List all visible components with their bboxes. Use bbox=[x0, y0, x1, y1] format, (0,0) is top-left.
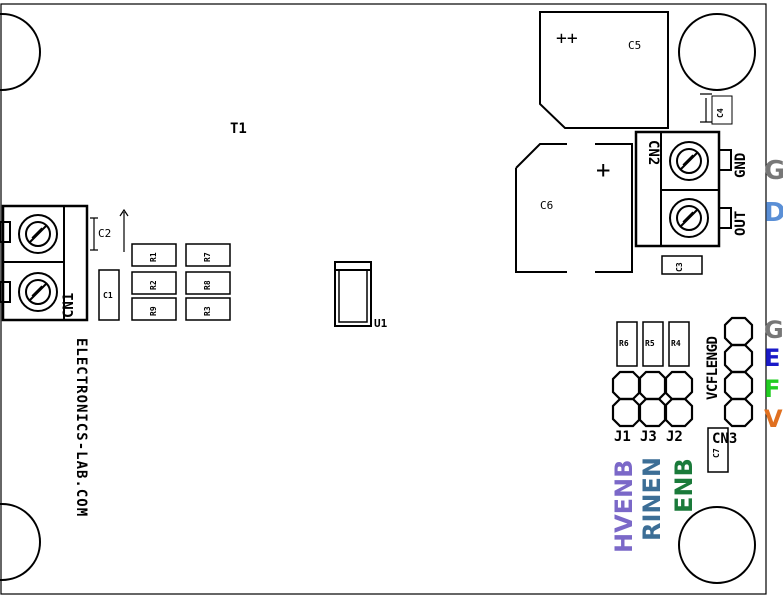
cn3-pin-labels: VCFLENGD bbox=[705, 336, 721, 400]
rinen-label: RINEN bbox=[638, 457, 666, 541]
c6-label: C6 bbox=[540, 199, 554, 212]
j1-label: J1 bbox=[614, 429, 631, 445]
c4-label: C4 bbox=[716, 108, 725, 118]
c7-footprint bbox=[707, 427, 729, 473]
mounting-hole-bottom-right bbox=[678, 506, 756, 584]
gnd-label: GND bbox=[733, 152, 749, 178]
r6-label: R6 bbox=[619, 339, 629, 348]
j3-label: J3 bbox=[640, 429, 657, 445]
mounting-hole-top-right bbox=[678, 13, 756, 91]
c4-footprint bbox=[711, 95, 733, 125]
r8-label: R8 bbox=[203, 280, 212, 290]
cn2-screw-bottom bbox=[669, 198, 709, 238]
c2-bracket bbox=[119, 208, 129, 252]
c6-polarity: + bbox=[596, 156, 611, 184]
jumper-pads bbox=[611, 370, 694, 428]
cn2-screw-bottom-inner bbox=[676, 205, 702, 231]
cn3-label: CN3 bbox=[712, 431, 738, 447]
r1-footprint bbox=[131, 243, 177, 267]
u1-label: U1 bbox=[374, 317, 388, 330]
cn1-screw-top bbox=[18, 214, 58, 254]
mounting-hole-bottom-left bbox=[0, 503, 41, 581]
r4-label: R4 bbox=[671, 339, 681, 348]
out-label: OUT bbox=[733, 210, 749, 236]
side-letter-v: V bbox=[764, 405, 783, 433]
r4-footprint bbox=[668, 321, 690, 367]
r9-label: R9 bbox=[149, 306, 158, 316]
side-letter-d: D bbox=[764, 198, 783, 228]
enb-label: ENB bbox=[670, 458, 698, 513]
cn2-tab-bottom bbox=[718, 207, 732, 229]
cn2-screw-top bbox=[669, 141, 709, 181]
side-letter-g-top: G bbox=[764, 156, 783, 186]
r3-label: R3 bbox=[203, 306, 212, 316]
hvenb-label: HVENB bbox=[610, 459, 638, 553]
r8-footprint bbox=[185, 271, 231, 295]
r2-label: R2 bbox=[149, 280, 158, 290]
c5-outline bbox=[539, 11, 669, 129]
cn2-label: CN2 bbox=[645, 140, 661, 166]
c2-label: C2 bbox=[98, 227, 112, 240]
side-letter-e: E bbox=[764, 344, 781, 372]
cn2-screw-top-inner bbox=[676, 148, 702, 174]
c4-bracket bbox=[700, 93, 712, 123]
r1-label: R1 bbox=[149, 252, 158, 262]
r2-footprint bbox=[131, 271, 177, 295]
website-label: ELECTRONICS-LAB.COM bbox=[73, 338, 89, 518]
c6-outline bbox=[515, 143, 633, 273]
c5-label: C5 bbox=[628, 39, 642, 52]
r3-footprint bbox=[185, 297, 231, 321]
side-letter-f: F bbox=[764, 375, 781, 403]
cn3-pads bbox=[723, 316, 754, 428]
u1-footprint bbox=[334, 261, 372, 327]
cn1-screw-bottom bbox=[18, 272, 58, 312]
r6-footprint bbox=[616, 321, 638, 367]
c3-footprint bbox=[661, 255, 703, 275]
t1-label: T1 bbox=[230, 121, 247, 137]
r7-label: R7 bbox=[203, 252, 212, 262]
r7-footprint bbox=[185, 243, 231, 267]
cn1-label: CN1 bbox=[61, 292, 77, 318]
r5-label: R5 bbox=[645, 339, 655, 348]
c1-label: C1 bbox=[103, 291, 113, 300]
mounting-hole-top-left bbox=[0, 13, 41, 91]
r5-footprint bbox=[642, 321, 664, 367]
cn2-tab-top bbox=[718, 149, 732, 171]
r9-footprint bbox=[131, 297, 177, 321]
c3-label: C3 bbox=[675, 262, 684, 272]
c7-label: C7 bbox=[712, 448, 721, 458]
j2-label: J2 bbox=[666, 429, 683, 445]
side-letter-g-bottom: G bbox=[764, 316, 783, 344]
c5-polarity: ++ bbox=[556, 28, 578, 49]
c1-footprint bbox=[98, 269, 120, 321]
